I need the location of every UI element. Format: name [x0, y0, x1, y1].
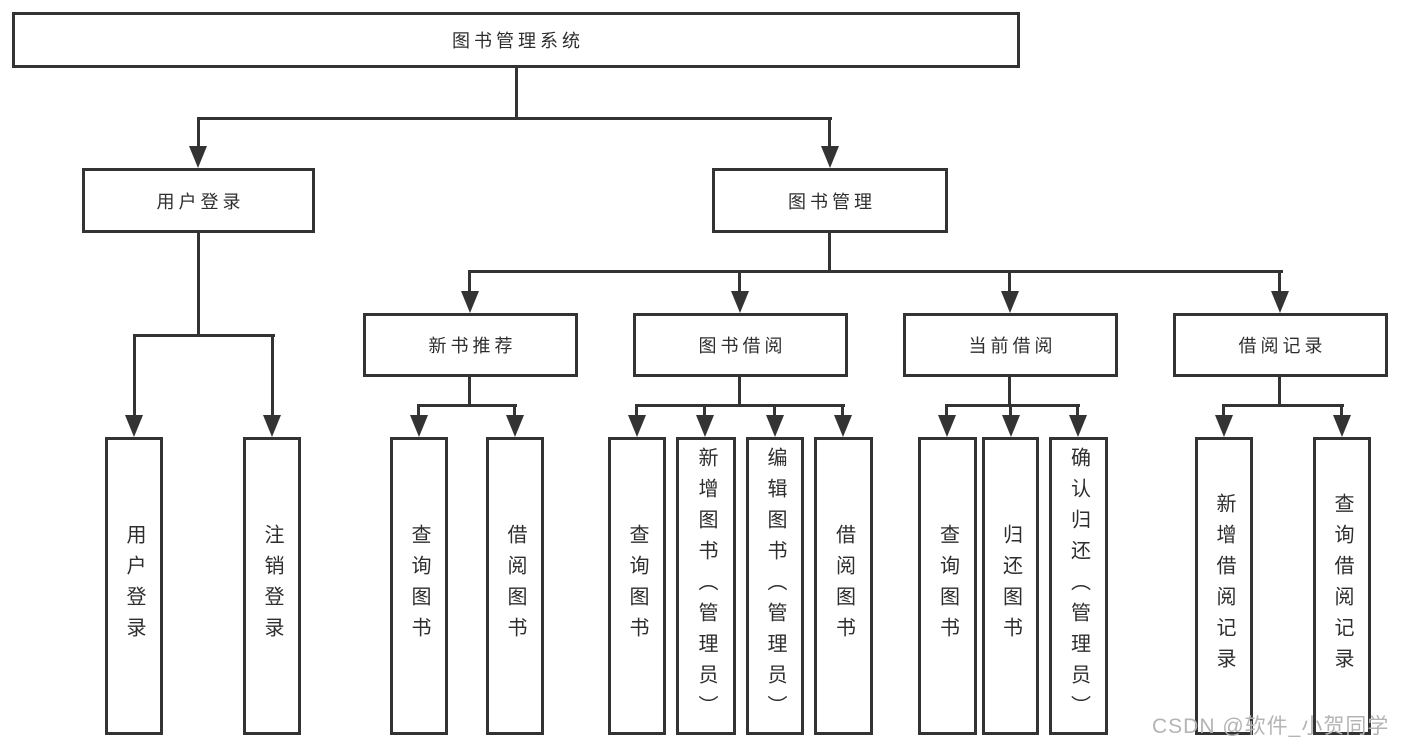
leaf-label: 借阅图书 [504, 524, 526, 648]
node-label: 当前借阅 [968, 336, 1057, 356]
connector-line [828, 233, 831, 273]
connector-line [1009, 404, 1012, 420]
connector-line [841, 404, 844, 420]
connector-line [828, 117, 831, 149]
arrowhead-icon [1215, 415, 1233, 437]
arrowhead-icon [125, 415, 143, 437]
arrowhead-icon [1001, 291, 1019, 313]
leaf-label: 确认归还（管理员） [1067, 446, 1090, 726]
arrowhead-icon [1271, 291, 1289, 313]
leaf-borrow-books-recommend: 借阅图书 [486, 437, 544, 735]
node-book-management: 图书管理 [712, 168, 948, 233]
csdn-watermark: CSDN @软件_小贺同学 [1152, 715, 1390, 738]
arrowhead-icon [938, 415, 956, 437]
arrowhead-icon [696, 415, 714, 437]
leaf-label: 借阅图书 [832, 524, 855, 648]
connector-line [197, 117, 200, 149]
leaf-edit-book-admin: 编辑图书（管理员） [746, 437, 804, 735]
leaf-label: 新增借阅记录 [1213, 493, 1235, 679]
connector-line [133, 334, 136, 418]
connector-line [513, 404, 516, 420]
leaf-add-book-admin: 新增图书（管理员） [676, 437, 736, 735]
leaf-query-borrow-record: 查询借阅记录 [1313, 437, 1371, 735]
arrowhead-icon [1002, 415, 1020, 437]
arrowhead-icon [766, 415, 784, 437]
connector-line [1278, 270, 1281, 294]
leaf-label: 归还图书 [999, 524, 1022, 648]
node-current-borrowing: 当前借阅 [903, 313, 1118, 377]
leaf-label: 新增图书（管理员） [695, 446, 717, 726]
arrowhead-icon [263, 415, 281, 437]
node-library-management-system: 图书管理系统 [12, 12, 1020, 68]
connector-line [636, 404, 845, 407]
arrowhead-icon [834, 415, 852, 437]
connector-line [468, 270, 471, 294]
connector-line [197, 233, 200, 337]
leaf-label: 注销登录 [261, 524, 283, 648]
connector-line [197, 117, 832, 120]
node-user-login: 用户登录 [82, 168, 315, 233]
connector-line [1222, 404, 1225, 420]
arrowhead-icon [731, 291, 749, 313]
arrowhead-icon [1333, 415, 1351, 437]
connector-line [738, 377, 741, 407]
connector-line [1278, 377, 1281, 407]
node-new-book-recommend: 新书推荐 [363, 313, 578, 377]
arrowhead-icon [506, 415, 524, 437]
leaf-label: 编辑图书（管理员） [764, 446, 786, 726]
leaf-label: 查询图书 [626, 524, 648, 648]
leaf-query-books-recommend: 查询图书 [390, 437, 448, 735]
leaf-label: 查询图书 [408, 524, 430, 648]
leaf-query-books-current: 查询图书 [918, 437, 977, 735]
node-label: 新书推荐 [428, 336, 517, 356]
node-label: 用户登录 [156, 191, 245, 212]
node-label: 借阅记录 [1238, 336, 1327, 356]
connector-line [271, 334, 274, 418]
node-book-borrowing: 图书借阅 [633, 313, 848, 377]
connector-line [635, 404, 638, 420]
node-label: 图书管理系统 [452, 31, 584, 51]
connector-line [1008, 270, 1011, 294]
connector-line [738, 270, 741, 294]
leaf-query-books-borrowing: 查询图书 [608, 437, 666, 735]
connector-line [417, 404, 420, 420]
node-borrowing-records: 借阅记录 [1173, 313, 1388, 377]
connector-line [946, 404, 1080, 407]
leaf-confirm-return-admin: 确认归还（管理员） [1049, 437, 1108, 735]
connector-line [468, 377, 471, 407]
leaf-label: 用户登录 [123, 524, 145, 648]
connector-line [515, 68, 518, 118]
connector-line [1008, 377, 1011, 407]
connector-line [945, 404, 948, 420]
connector-line [1076, 404, 1079, 420]
connector-line [703, 404, 706, 420]
connector-line [417, 404, 517, 407]
arrowhead-icon [628, 415, 646, 437]
leaf-add-borrow-record: 新增借阅记录 [1195, 437, 1253, 735]
connector-line [469, 270, 1283, 273]
connector-line [133, 334, 275, 337]
arrowhead-icon [189, 146, 207, 168]
connector-line [1340, 404, 1343, 420]
arrowhead-icon [461, 291, 479, 313]
arrowhead-icon [821, 146, 839, 168]
leaf-return-books: 归还图书 [982, 437, 1039, 735]
leaf-borrow-books-borrowing: 借阅图书 [814, 437, 873, 735]
leaf-user-login: 用户登录 [105, 437, 163, 735]
connector-line [773, 404, 776, 420]
leaf-label: 查询图书 [936, 524, 959, 648]
arrowhead-icon [410, 415, 428, 437]
arrowhead-icon [1069, 415, 1087, 437]
leaf-label: 查询借阅记录 [1331, 493, 1353, 679]
connector-line [1223, 404, 1344, 407]
leaf-logout: 注销登录 [243, 437, 301, 735]
node-label: 图书借阅 [698, 336, 787, 356]
node-label: 图书管理 [788, 191, 876, 212]
